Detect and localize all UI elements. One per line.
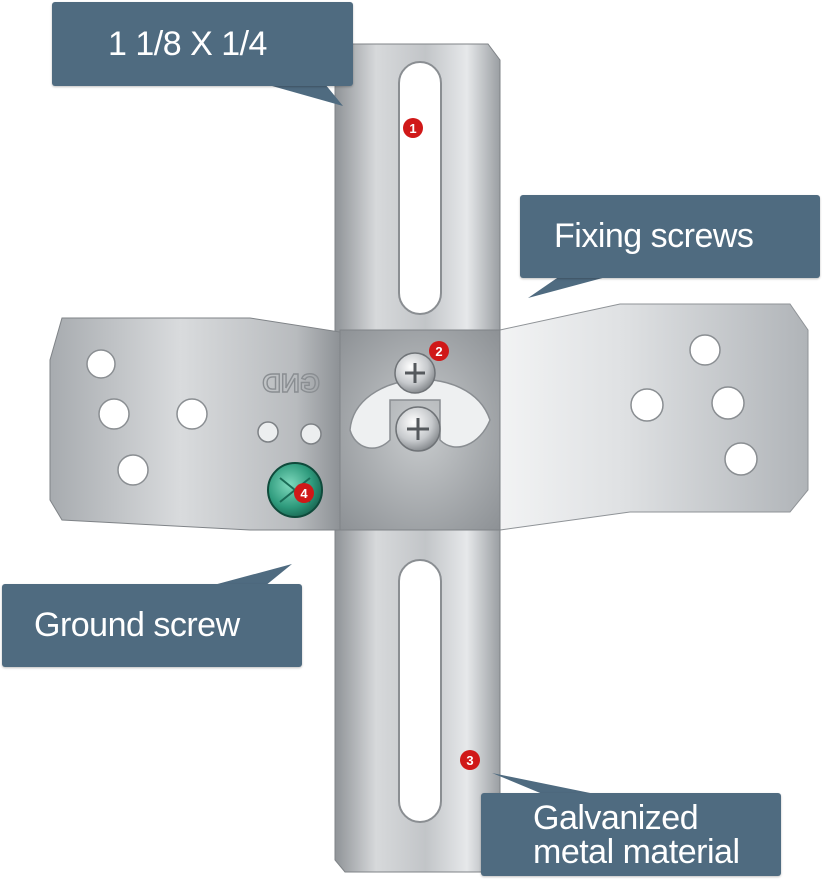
hole <box>689 334 721 366</box>
callout-pointer <box>210 564 292 586</box>
hole <box>98 398 130 430</box>
marker-1: 1 <box>403 118 423 138</box>
vertical-bar <box>334 43 501 873</box>
size-label: 1 1/8 X 1/4 <box>108 24 267 63</box>
fixing-screws-callout: Fixing screws <box>520 195 820 278</box>
left-arm <box>49 317 341 531</box>
marker-2: 2 <box>429 341 449 361</box>
ground-screw-callout: Ground screw <box>2 584 302 667</box>
material-label-line1: Galvanized <box>533 798 699 837</box>
svg-text:2: 2 <box>435 344 442 359</box>
hole <box>711 386 745 420</box>
size-callout: 1 1/8 X 1/4 <box>52 2 353 86</box>
ground-screw-label: Ground screw <box>34 606 240 644</box>
bottom-slot <box>398 559 442 823</box>
callout-pointer <box>265 84 343 106</box>
marker-3: 3 <box>460 750 480 770</box>
hole <box>176 398 208 430</box>
hole <box>117 454 149 486</box>
right-arm <box>499 303 809 531</box>
hole <box>86 349 116 379</box>
svg-text:3: 3 <box>466 753 473 768</box>
gnd-stamp: GND <box>262 368 320 398</box>
marker-4: 4 <box>294 483 314 503</box>
callout-pointer <box>492 773 600 795</box>
hole <box>630 388 664 422</box>
hole <box>724 442 758 476</box>
small-hole <box>300 423 322 445</box>
top-slot <box>398 61 442 315</box>
fixing-screws-label: Fixing screws <box>554 217 754 255</box>
callout-pointer <box>528 276 610 298</box>
material-label-line2: metal material <box>533 832 740 871</box>
material-callout: Galvanized metal material <box>481 793 781 876</box>
small-hole <box>257 421 279 443</box>
fixing-screw <box>394 352 436 394</box>
svg-text:4: 4 <box>300 486 308 501</box>
svg-text:1: 1 <box>409 121 416 136</box>
fixing-screw <box>395 406 441 452</box>
